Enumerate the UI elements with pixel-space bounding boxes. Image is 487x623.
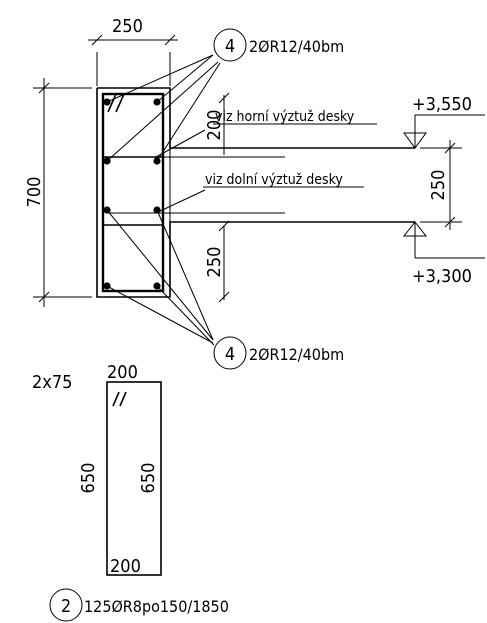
bottom-offset-label: 250 <box>204 247 225 278</box>
inner-dimensions: 200 250 <box>204 92 230 303</box>
bottom-level-value: +3,300 <box>412 266 472 287</box>
stirrup-detail: 2x75 200 650 650 200 <box>32 362 162 577</box>
stirrup-marker-number: 2 <box>61 596 71 617</box>
stirrup-right-label: 650 <box>138 463 159 494</box>
top-marker-circle <box>213 28 247 62</box>
upper-reinforcement-note: viz horní výztuž desky <box>215 109 355 125</box>
slab-reinforcement <box>107 129 285 214</box>
stirrup-hook-label: 2x75 <box>32 372 72 393</box>
stirrup-bottom-label: 200 <box>110 556 141 577</box>
slab-thickness-label: 250 <box>428 170 449 201</box>
beam-height-dimension: 700 <box>24 78 92 307</box>
bottom-marker-number: 4 <box>225 344 235 365</box>
beam-height-label: 700 <box>24 177 45 208</box>
bottom-marker-circle <box>213 336 247 370</box>
top-level-value: +3,550 <box>412 94 472 115</box>
beam-stirrups <box>101 92 165 293</box>
beam-outline <box>96 87 415 298</box>
lower-reinforcement-note: viz dolní výztuž desky <box>205 172 343 188</box>
stirrup-callout: 2 125ØR8po150/1850 <box>49 588 229 622</box>
stirrup-left-label: 650 <box>78 463 99 494</box>
bottom-rebar-spec: 2ØR12/40bm <box>249 345 344 364</box>
beam-width-label: 250 <box>112 16 143 37</box>
top-marker-number: 4 <box>225 36 235 57</box>
top-level-marker: +3,550 <box>403 94 485 149</box>
bottom-level-marker: +3,300 <box>402 221 485 287</box>
bottom-rebar-callout: 4 2ØR12/40bm <box>106 209 344 370</box>
stirrup-top-label: 200 <box>107 362 138 383</box>
beam-width-dimension: 250 <box>88 16 178 86</box>
slab-thickness-dimension: 250 <box>420 140 462 230</box>
rebar-dots <box>103 98 161 290</box>
stirrup-marker-circle <box>49 588 83 622</box>
top-rebar-spec: 2ØR12/40bm <box>249 37 344 56</box>
stirrup-rebar-spec: 125ØR8po150/1850 <box>84 597 229 616</box>
top-rebar-callout: 4 2ØR12/40bm <box>106 28 344 162</box>
top-offset-label: 200 <box>204 110 225 141</box>
